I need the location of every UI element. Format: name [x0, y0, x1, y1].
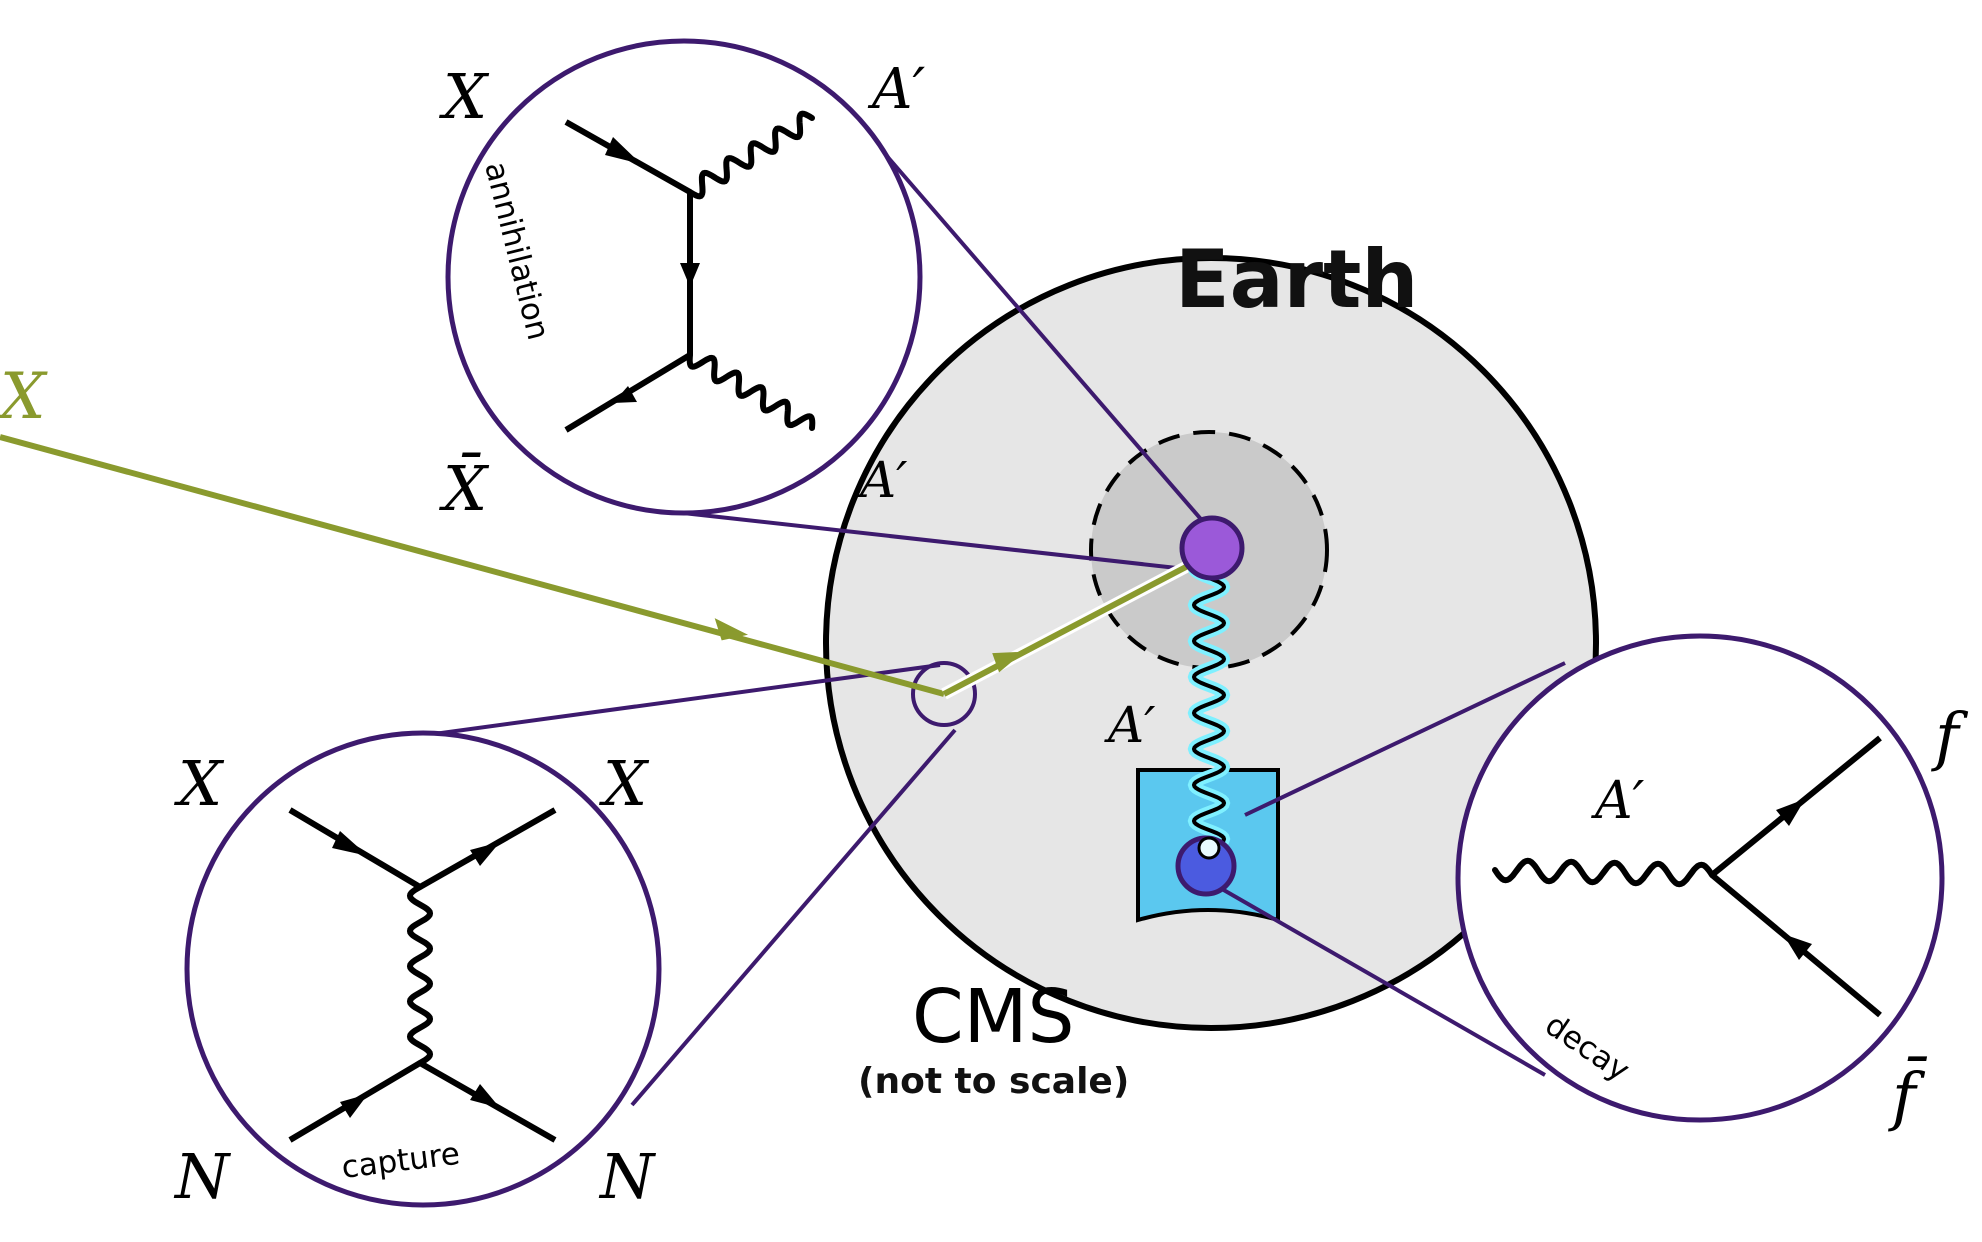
- photon-wave: [686, 352, 816, 431]
- incoming-particle-label: X: [0, 360, 48, 434]
- fermion-arrow: [605, 137, 641, 164]
- dm-track-incoming: [0, 434, 945, 697]
- zoom-line: [664, 509, 1196, 572]
- zoom-line: [389, 663, 941, 742]
- fermion-arrow: [470, 842, 500, 866]
- zoom-line: [1214, 883, 1546, 1077]
- decay-out-top-label: f: [1931, 700, 1969, 774]
- annihilation-out-label: A′: [867, 57, 925, 122]
- fermion-arrow: [680, 263, 700, 287]
- earth-label: Earth: [1175, 233, 1418, 326]
- photon-wave: [406, 884, 434, 1066]
- photon-wave: [687, 110, 815, 200]
- mediator-label-upper: A′: [856, 451, 908, 509]
- fermion-arrow: [332, 831, 368, 856]
- scale-note: (not to scale): [858, 1061, 1129, 1102]
- dm-track-to-core: [942, 554, 1207, 697]
- zoom-line: [871, 138, 1227, 549]
- capture-bottom-right-label: N: [598, 1140, 657, 1213]
- mediator-label-lower: A′: [1104, 696, 1156, 754]
- fermion-arrow: [470, 1084, 500, 1108]
- mediator-end-glow: [1197, 836, 1221, 860]
- capture-bottom-left-label: N: [173, 1140, 232, 1213]
- annihilation-in-bottom-label: X̄: [439, 452, 490, 525]
- capture-top-left-label: X: [174, 747, 225, 820]
- zoom-line: [630, 728, 957, 1107]
- fermion-arrow: [340, 1094, 368, 1118]
- mediator-wave: [1191, 558, 1227, 850]
- track-arrow: [992, 651, 1024, 673]
- decay-bubble: [1455, 633, 1945, 1123]
- cms-label: CMS: [912, 974, 1075, 1060]
- annihilation-in-top-label: X: [439, 60, 490, 133]
- track-arrow: [714, 618, 749, 641]
- decay-mediator-label: A′: [1591, 771, 1645, 831]
- capture-point-ring: [911, 661, 977, 727]
- decay-out-bottom-label: f̄: [1888, 1056, 1928, 1134]
- annihilation-point: [1179, 515, 1245, 581]
- photon-wave: [1492, 857, 1715, 888]
- capture-bubble: [184, 730, 662, 1208]
- fermion-arrow: [1776, 799, 1805, 826]
- fermion-arrow: [1783, 934, 1812, 960]
- annihilation-bubble: [445, 38, 923, 516]
- fermion-arrow: [613, 386, 637, 403]
- zoom-line: [1244, 661, 1566, 817]
- capture-top-right-label: X: [599, 747, 650, 820]
